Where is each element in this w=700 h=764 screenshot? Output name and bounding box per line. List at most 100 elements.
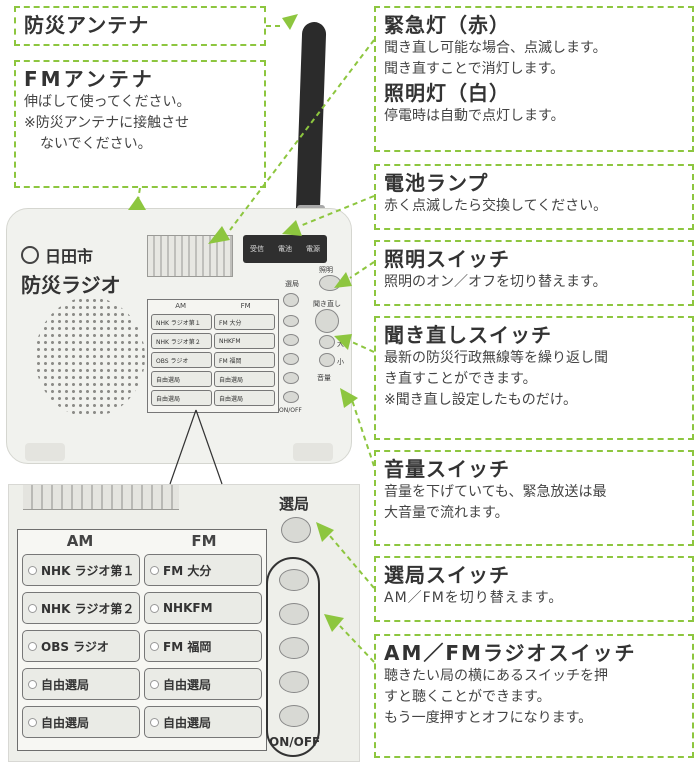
station-label: NHK ラジオ第２ — [41, 601, 135, 616]
brand-name: 防災ラジオ — [21, 273, 121, 297]
indicator-reception: 受信 — [250, 245, 264, 253]
small-station-button-2[interactable] — [283, 334, 299, 346]
small-up-label: 大 — [337, 340, 344, 348]
small-station-label: 自由選局 — [219, 395, 244, 403]
small-station-panel: AM FM NHK ラジオ第１ FM 大分 NHK ラジオ第２ NHKFM OBS ラジ… — [147, 299, 279, 413]
small-onoff-label: ON/OFF — [279, 407, 302, 414]
station-cell-am: 自由選局 — [22, 668, 140, 700]
station-buttons-highlight — [266, 557, 320, 757]
small-station-label: NHKFM — [219, 337, 241, 345]
replay-switch-button[interactable] — [315, 309, 339, 333]
callout-fm-antenna-line-2: ※防災アンテナに接触させ — [24, 115, 190, 131]
indicator-panel: 受信 電池 電源 — [243, 235, 327, 263]
top-lamp — [147, 235, 233, 277]
small-station-cell-fm: 自由選局 — [214, 390, 275, 406]
station-dot-icon — [28, 603, 37, 613]
callout-light-switch-line-1: 照明のオン／オフを切り替えます。 — [384, 274, 607, 290]
zoom-top-lamp — [23, 485, 179, 510]
arrow-volume-switch — [351, 399, 375, 467]
city-logo: 日田市 防災ラジオ — [21, 243, 121, 298]
callout-replay-switch-line-1: 最新の防災行政無線等を繰り返し聞 — [384, 350, 608, 366]
indicator-battery: 電池 — [278, 245, 292, 253]
small-station-button-4[interactable] — [283, 372, 299, 384]
callout-bousai-antenna: 防災アンテナ — [14, 6, 266, 46]
callout-volume-switch-line-2: 大音量で流れます。 — [384, 505, 509, 521]
small-station-cell-am: NHK ラジオ第２ — [151, 333, 212, 349]
station-label: FM 福岡 — [163, 639, 212, 654]
callout-band-switch-title: 選局スイッチ — [384, 563, 510, 587]
volume-down-button[interactable] — [319, 353, 335, 367]
small-station-label: 自由選局 — [156, 395, 181, 403]
callout-volume-switch-line-1: 音量を下げていても、緊急放送は最 — [384, 484, 607, 500]
callout-battery-lamp: 電池ランプ 赤く点滅したら交換してください。 — [374, 164, 694, 230]
callout-volume-switch: 音量スイッチ 音量を下げていても、緊急放送は最 大音量で流れます。 — [374, 450, 694, 546]
station-cell-fm: FM 大分 — [144, 554, 262, 586]
onoff-label: ON/OFF — [269, 735, 321, 749]
small-station-label: NHK ラジオ第１ — [156, 319, 201, 327]
arrow-replay-switch — [351, 341, 375, 353]
small-station-cell-fm: FM 福岡 — [214, 352, 275, 368]
speaker-grille — [35, 297, 145, 417]
station-cell-fm: FM 福岡 — [144, 630, 262, 662]
callout-lighting-light-line-1: 停電時は自動で点灯します。 — [384, 108, 565, 124]
callout-station-switch: AM／FMラジオスイッチ 聴きたい局の横にあるスイッチを押 すと聴くことができま… — [374, 634, 694, 758]
callout-band-switch: 選局スイッチ AM／FMを切り替えます。 — [374, 556, 694, 622]
callout-replay-switch-line-2: き直すことができます。 — [384, 371, 537, 387]
small-station-cell-am: 自由選局 — [151, 390, 212, 406]
small-light-label: 照明 — [319, 266, 333, 274]
station-button-4[interactable] — [279, 671, 309, 693]
station-cell-am: 自由選局 — [22, 706, 140, 738]
small-station-button-5[interactable] — [283, 391, 299, 403]
small-station-cell-am: OBS ラジオ — [151, 352, 212, 368]
small-col-am: AM — [175, 302, 187, 310]
station-dot-icon — [28, 679, 37, 689]
station-cell-am: NHK ラジオ第２ — [22, 592, 140, 624]
station-dot-icon — [28, 565, 37, 575]
station-cell-am: NHK ラジオ第１ — [22, 554, 140, 586]
callout-fm-antenna-line-3: ないでください。 — [40, 136, 152, 152]
small-replay-label: 聞き直し — [313, 300, 341, 308]
station-cell-am: OBS ラジオ — [22, 630, 140, 662]
station-button-2[interactable] — [279, 603, 309, 625]
station-button-1[interactable] — [279, 569, 309, 591]
callout-emergency-light-line-1: 聞き直し可能な場合、点滅します。 — [384, 40, 607, 56]
arrow-fm-antenna — [137, 187, 141, 201]
callout-station-switch-title: AM／FMラジオスイッチ — [384, 641, 637, 665]
small-tune-label: 選局 — [285, 280, 299, 288]
city-emblem-icon — [21, 246, 39, 264]
small-station-cell-am: NHK ラジオ第１ — [151, 314, 212, 330]
light-switch-button[interactable] — [319, 275, 341, 291]
small-station-button-3[interactable] — [283, 353, 299, 365]
callout-fm-antenna-title: FMアンテナ — [24, 67, 155, 91]
small-station-cell-fm: NHKFM — [214, 333, 275, 349]
station-button-5[interactable] — [279, 705, 309, 727]
station-button-3[interactable] — [279, 637, 309, 659]
station-dot-icon — [150, 679, 159, 689]
station-label: OBS ラジオ — [41, 639, 109, 654]
volume-up-button[interactable] — [319, 335, 335, 349]
small-tune-button[interactable] — [283, 293, 299, 307]
station-cell-fm: 自由選局 — [144, 706, 262, 738]
small-station-button-1[interactable] — [283, 315, 299, 327]
small-station-label: FM 福岡 — [219, 357, 242, 365]
callout-emergency-light-title: 緊急灯（赤） — [384, 13, 510, 37]
small-station-label: 自由選局 — [156, 376, 181, 384]
station-cell-fm: NHKFM — [144, 592, 262, 624]
station-dot-icon — [28, 641, 37, 651]
station-dot-icon — [150, 565, 159, 575]
callout-fm-antenna: FMアンテナ 伸ばして使ってください。 ※防災アンテナに接触させ ないでください… — [14, 60, 266, 188]
station-dot-icon — [150, 603, 159, 613]
callout-replay-switch-line-3: ※聞き直し設定したものだけ。 — [384, 392, 578, 408]
callout-lighting-light-title: 照明灯（白） — [384, 81, 510, 105]
col-header-fm: FM — [191, 532, 217, 550]
station-label: FM 大分 — [163, 563, 212, 578]
callout-light-switch-title: 照明スイッチ — [384, 247, 510, 271]
tune-button[interactable] — [281, 517, 311, 543]
small-station-label: NHK ラジオ第２ — [156, 338, 201, 346]
callout-replay-switch-title: 聞き直しスイッチ — [384, 323, 552, 347]
small-station-label: FM 大分 — [219, 319, 242, 327]
callout-battery-lamp-line-1: 赤く点滅したら交換してください。 — [384, 198, 608, 214]
small-col-fm: FM — [240, 302, 251, 310]
bousai-antenna — [295, 21, 327, 221]
